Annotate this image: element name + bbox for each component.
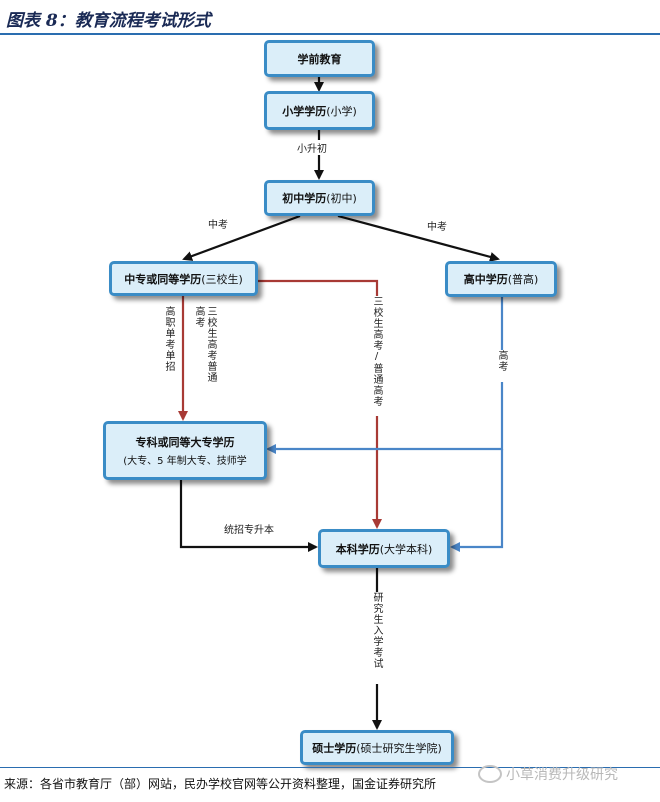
- node-preschool: 学前教育: [264, 40, 375, 77]
- watermark-text: 小草消费升级研究: [506, 767, 618, 783]
- watermark: 小草消费升级研究: [478, 764, 618, 784]
- node-high-school: 高中学历 (普高): [445, 261, 557, 297]
- arrow-highschool-bachelor: [450, 449, 504, 552]
- node-high-school-label: 高中学历: [463, 273, 508, 286]
- node-junior: 初中学历 (初中): [264, 180, 375, 216]
- node-primary-label: 小学学历: [282, 104, 327, 118]
- label-vocational-general: 三校生高考普通高考: [192, 306, 216, 386]
- label-postgrad: 研究生入学考试: [370, 592, 382, 684]
- label-upgrade: 统招专升本: [224, 521, 274, 536]
- arrow-college-bachelor: [179, 480, 318, 552]
- node-secondary-vocational-label: 中专或同等学历: [124, 272, 202, 286]
- node-junior-sub: (初中): [326, 192, 357, 205]
- label-primary-to-junior: 小升初: [297, 140, 327, 155]
- node-master: 硕士学历 (硕士研究生学院): [300, 730, 454, 765]
- node-bachelor: 本科学历 (大学本科): [318, 529, 450, 568]
- arrow-junior-highschool: [337, 214, 500, 262]
- node-primary: 小学学历 (小学): [264, 91, 375, 130]
- label-sanxiao-exam: 三校生高考/普通高考: [370, 296, 382, 416]
- node-junior-label: 初中学历: [282, 192, 327, 205]
- node-college-sub: (大专、5 年制大专、技师学: [123, 456, 247, 467]
- arrow-vocational-bachelor: [258, 279, 382, 529]
- label-vocational-single: 高职单考单招: [162, 306, 174, 386]
- node-master-sub: (硕士研究生学院): [356, 741, 442, 755]
- top-rule: [0, 33, 660, 35]
- node-bachelor-label: 本科学历: [335, 542, 380, 556]
- node-high-school-sub: (普高): [507, 273, 539, 286]
- node-preschool-label: 学前教育: [297, 52, 342, 66]
- node-bachelor-sub: (大学本科): [379, 542, 433, 556]
- node-secondary-vocational-sub: (三校生): [201, 272, 243, 286]
- wechat-icon: [478, 765, 502, 783]
- node-college: 专科或同等大专学历 (大专、5 年制大专、技师学: [103, 421, 267, 480]
- node-primary-sub: (小学): [326, 104, 357, 118]
- figure-title: 图表 8：教育流程考试形式: [6, 11, 211, 31]
- label-junior-right: 中考: [427, 218, 447, 233]
- node-master-label: 硕士学历: [312, 741, 357, 755]
- source-footer: 来源：各省市教育厅（部）网站，民办学校官网等公开资料整理，国金证券研究所: [4, 777, 437, 791]
- node-secondary-vocational: 中专或同等学历 (三校生): [109, 261, 258, 296]
- arrow-junior-vocational: [182, 214, 301, 261]
- node-college-label: 专科或同等大专学历: [135, 436, 235, 449]
- label-junior-left: 中考: [208, 216, 228, 231]
- arrow-highschool-college: [266, 297, 504, 454]
- label-gaokao: 高考: [495, 350, 507, 382]
- bottom-rule: [0, 767, 660, 768]
